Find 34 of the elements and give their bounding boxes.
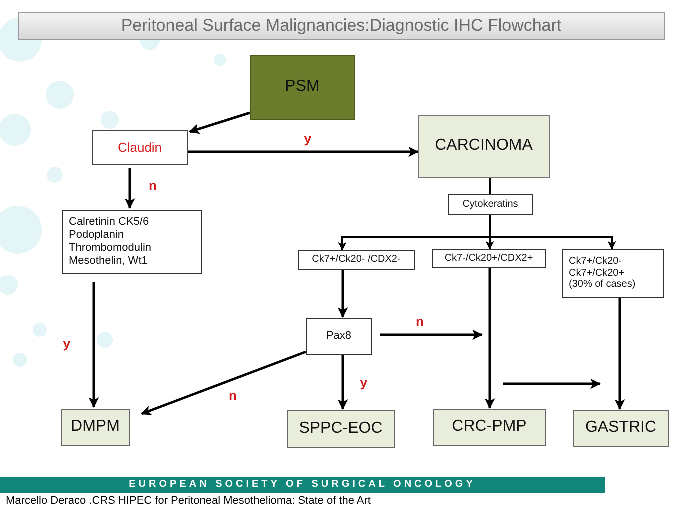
outcome-box: SPPC-EOC: [287, 410, 395, 448]
process-box: CARCINOMA: [418, 115, 550, 178]
edge-label: y: [303, 133, 313, 146]
outcome-box: GASTRIC: [573, 410, 669, 447]
arrow: [188, 146, 420, 158]
marker-list-box: Calretinin CK5/6 Podoplanin Thrombomodulin Mesothelin, Wt1: [62, 210, 202, 274]
arrow: [338, 270, 348, 318]
edge-label: y: [359, 377, 369, 390]
connector-line: [489, 178, 491, 194]
title-bar: Peritoneal Surface Malignancies:Diagnostic IHC Flowchart: [18, 12, 665, 40]
outcome-box: DMPM: [61, 409, 130, 446]
arrow: [489, 215, 616, 250]
arrow: [189, 112, 250, 134]
edge-label: y: [62, 338, 72, 351]
marker-box: Cytokeratins: [448, 194, 533, 215]
marker-box: Ck7+/Ck20- /CDX2-: [298, 250, 415, 270]
outcome-box: CRC-PMP: [433, 409, 546, 446]
edge-label: n: [148, 180, 158, 193]
edge-label: n: [415, 316, 425, 329]
start-box: PSM: [250, 55, 355, 120]
decision-box: Claudin: [92, 130, 188, 165]
citation-text: Marcello Deraco .CRS HIPEC for Peritoneal Mesothelioma: State of the Art: [6, 494, 371, 508]
footer-banner: EUROPEAN SOCIETY OF SURGICAL ONCOLOGY: [0, 477, 605, 493]
arrow: [124, 168, 136, 210]
marker-box: Ck7+/Ck20- Ck7+/Ck20+ (30% of cases): [562, 249, 664, 298]
arrow: [380, 330, 484, 340]
decision-box: Pax8: [306, 318, 372, 355]
marker-box: Ck7-/Ck20+/CDX2+: [432, 249, 546, 268]
arrow: [338, 355, 348, 410]
edge-label: n: [228, 390, 238, 403]
arrow: [484, 268, 496, 410]
arrow: [614, 298, 626, 410]
arrow: [141, 350, 306, 416]
arrow: [88, 282, 100, 408]
